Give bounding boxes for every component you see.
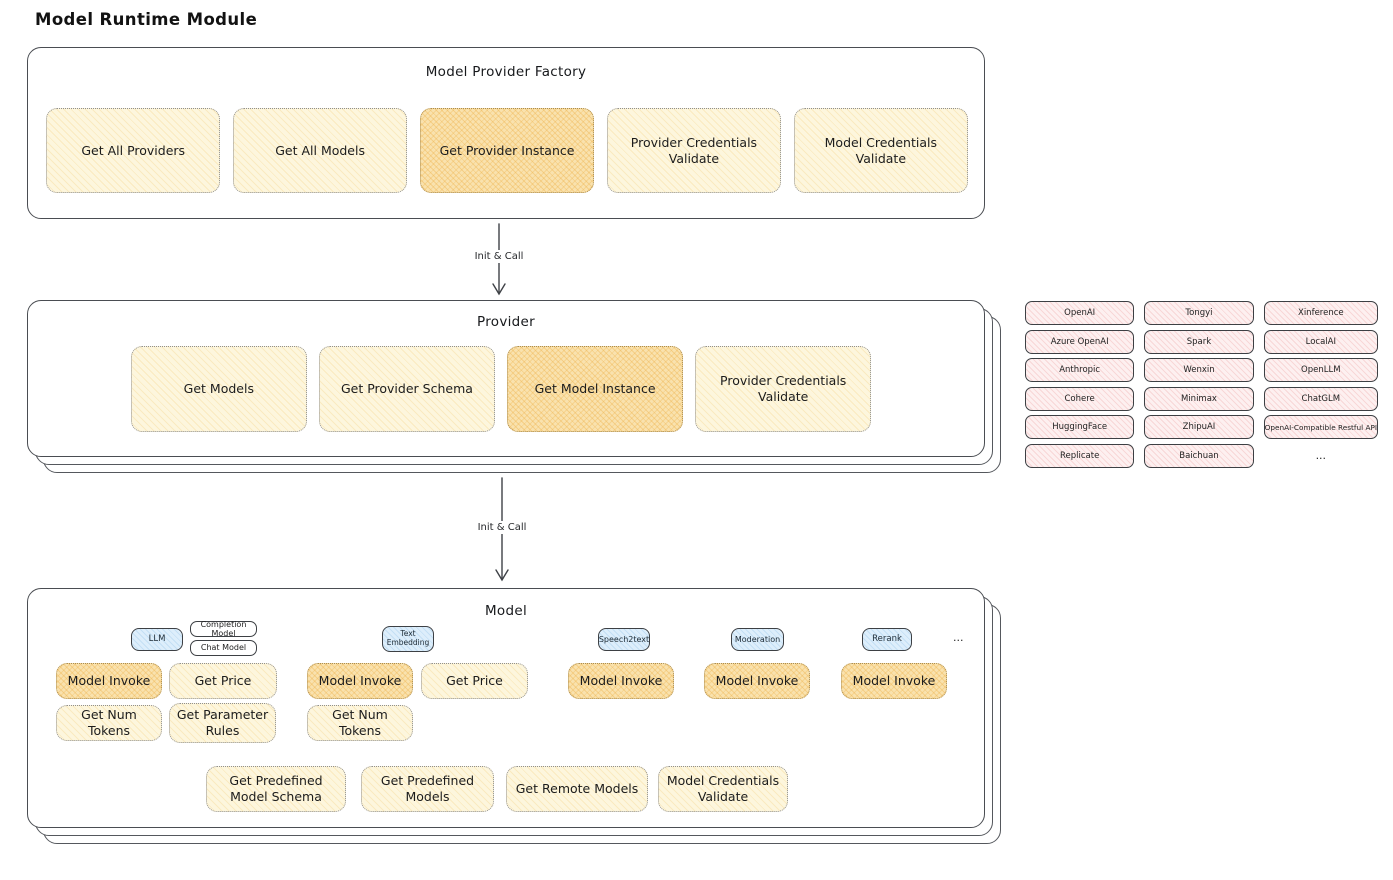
provider-list: OpenAI Tongyi Xinference Azure OpenAI Sp… <box>1025 301 1378 468</box>
provider-chip-tongyi[interactable]: Tongyi <box>1144 301 1254 325</box>
provider-credentials-validate-button[interactable]: Provider Credentials Validate <box>606 108 782 193</box>
moderation-model-invoke-button[interactable]: Model Invoke <box>704 663 810 699</box>
provider-chip-wenxin[interactable]: Wenxin <box>1144 358 1254 383</box>
get-all-providers-button[interactable]: Get All Providers <box>46 108 221 193</box>
provider-chip-azure-openai[interactable]: Azure OpenAI <box>1025 329 1135 354</box>
speech2text-model-invoke-button[interactable]: Model Invoke <box>568 663 674 699</box>
provider-chip-anthropic[interactable]: Anthropic <box>1025 358 1135 383</box>
provider-chip-replicate[interactable]: Replicate <box>1025 443 1135 468</box>
tag-text-embedding[interactable]: Text Embedding <box>382 626 434 652</box>
get-provider-instance-button[interactable]: Get Provider Instance <box>419 108 595 193</box>
model-tags-more: ... <box>953 631 964 644</box>
llm-get-num-tokens-button[interactable]: Get Num Tokens <box>56 705 162 741</box>
provider-chip-spark[interactable]: Spark <box>1144 329 1254 354</box>
model-credentials-validate-button[interactable]: Model Credentials Validate <box>793 108 969 193</box>
llm-model-invoke-button[interactable]: Model Invoke <box>56 663 162 699</box>
provider-chip-cohere[interactable]: Cohere <box>1025 386 1135 411</box>
get-remote-models-button[interactable]: Get Remote Models <box>506 766 648 812</box>
provider-chip-localai[interactable]: LocalAI <box>1263 329 1378 354</box>
get-predefined-models-button[interactable]: Get Predefined Models <box>361 766 494 812</box>
embedding-model-invoke-button[interactable]: Model Invoke <box>307 663 413 699</box>
llm-get-price-button[interactable]: Get Price <box>169 663 277 699</box>
get-all-models-button[interactable]: Get All Models <box>232 108 408 193</box>
model-panel-title: Model <box>484 603 528 619</box>
model-panel: Model LLM Completion Model Chat Model Te… <box>27 588 985 828</box>
embedding-get-price-button[interactable]: Get Price <box>421 663 528 699</box>
provider-panel: Provider Get Models Get Provider Schema … <box>27 300 985 457</box>
embedding-get-num-tokens-button[interactable]: Get Num Tokens <box>307 705 413 741</box>
factory-panel-title: Model Provider Factory <box>425 64 587 80</box>
tag-moderation[interactable]: Moderation <box>731 628 784 651</box>
init-call-label-2: Init & Call <box>472 521 532 534</box>
tag-llm[interactable]: LLM <box>131 628 183 651</box>
provider-chip-openllm[interactable]: OpenLLM <box>1263 358 1378 383</box>
get-provider-schema-button[interactable]: Get Provider Schema <box>319 346 495 432</box>
rerank-model-invoke-button[interactable]: Model Invoke <box>841 663 947 699</box>
get-model-instance-button[interactable]: Get Model Instance <box>507 346 683 432</box>
factory-panel: Model Provider Factory Get All Providers… <box>27 47 985 219</box>
init-call-label-1: Init & Call <box>469 250 529 263</box>
provider-chip-xinference[interactable]: Xinference <box>1263 301 1378 325</box>
tag-chat-model[interactable]: Chat Model <box>190 640 257 656</box>
provider-chip-chatglm[interactable]: ChatGLM <box>1263 386 1378 411</box>
get-models-button[interactable]: Get Models <box>131 346 307 432</box>
provider-credentials-validate-button-2[interactable]: Provider Credentials Validate <box>695 346 871 432</box>
provider-list-more: ... <box>1315 449 1327 463</box>
provider-chip-zhipuai[interactable]: ZhipuAI <box>1144 415 1254 440</box>
provider-chip-openai-compatible[interactable]: OpenAI-Compatible Restful API <box>1263 415 1378 440</box>
provider-panel-title: Provider <box>477 314 535 330</box>
tag-speech2text[interactable]: Speech2text <box>598 628 650 651</box>
model-credentials-validate-button-2[interactable]: Model Credentials Validate <box>658 766 788 812</box>
provider-stack: Provider Get Models Get Provider Schema … <box>27 300 985 457</box>
provider-chip-huggingface[interactable]: HuggingFace <box>1025 415 1135 440</box>
tag-completion-model[interactable]: Completion Model <box>190 620 257 638</box>
diagram-title: Model Runtime Module <box>35 10 258 29</box>
provider-chip-baichuan[interactable]: Baichuan <box>1144 443 1254 468</box>
model-stack: Model LLM Completion Model Chat Model Te… <box>27 588 985 828</box>
provider-chip-minimax[interactable]: Minimax <box>1144 386 1254 411</box>
get-predefined-model-schema-button[interactable]: Get Predefined Model Schema <box>206 766 346 812</box>
provider-chip-openai[interactable]: OpenAI <box>1025 301 1135 325</box>
llm-get-parameter-rules-button[interactable]: Get Parameter Rules <box>169 703 276 743</box>
tag-rerank[interactable]: Rerank <box>862 628 912 651</box>
